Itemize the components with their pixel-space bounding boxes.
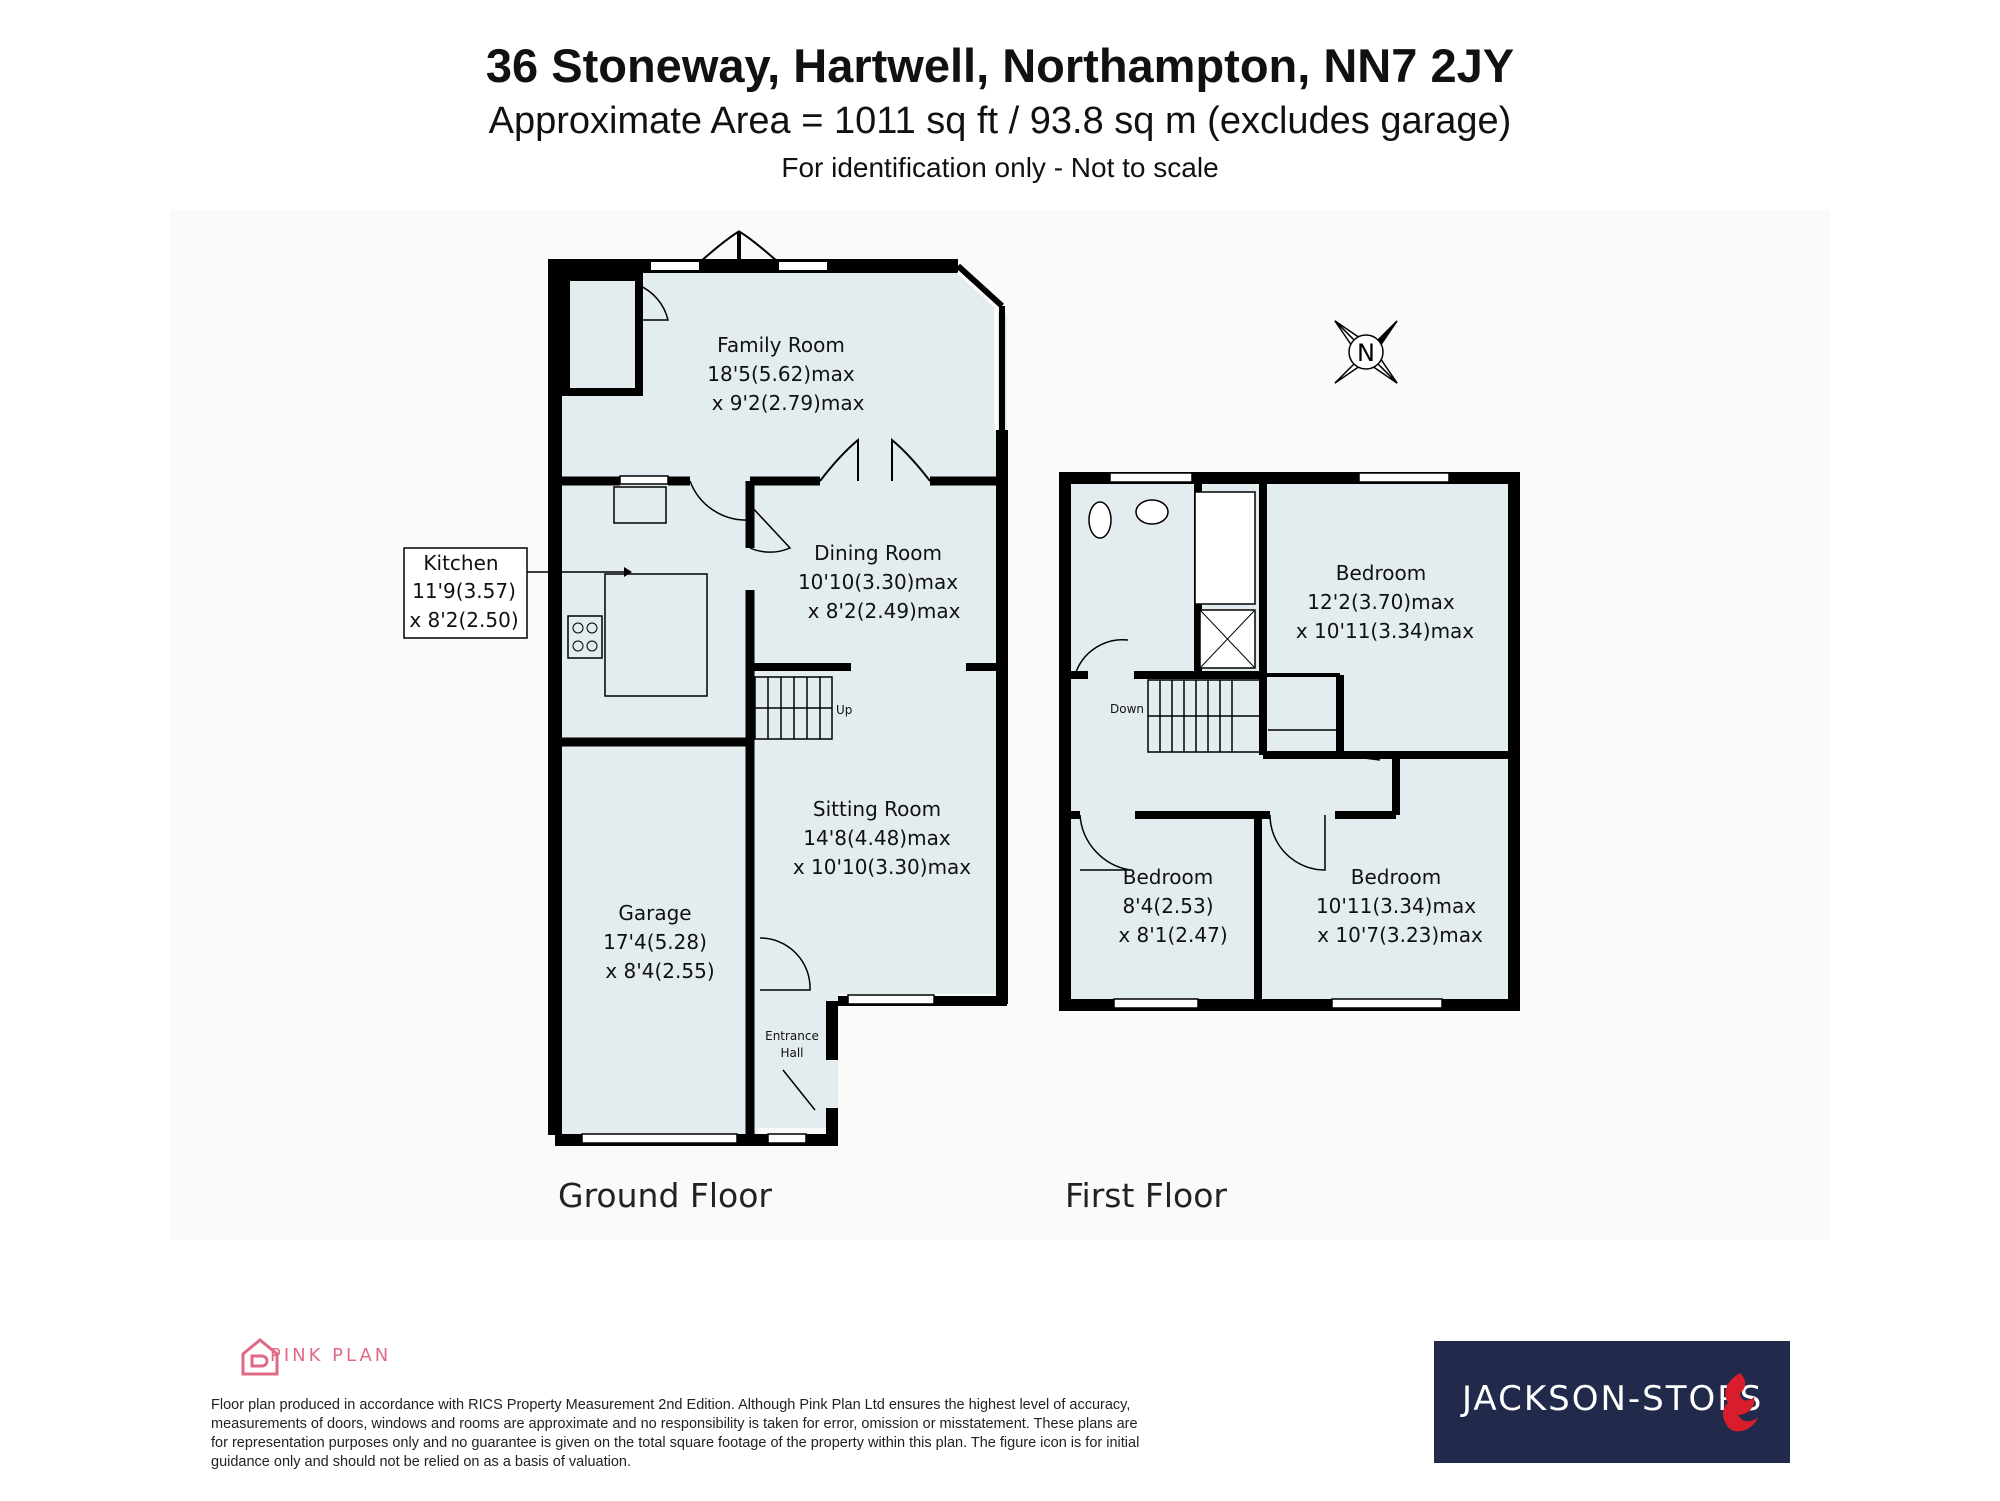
- bedroom-3-name: Bedroom: [1351, 865, 1441, 889]
- scale-note: For identification only - Not to scale: [781, 152, 1219, 183]
- bay-window: [955, 263, 1005, 309]
- bedroom-1-name: Bedroom: [1336, 561, 1426, 585]
- first-floor: Down Bedroom 12'2(3.70)max x 10'11(3.34)…: [1059, 472, 1520, 1215]
- french-door: [819, 437, 859, 482]
- kitchen-dim2: x 8'2(2.50): [409, 608, 518, 632]
- window: [619, 475, 669, 485]
- toilet: [1088, 501, 1112, 539]
- dining-room-name: Dining Room: [814, 541, 942, 565]
- door: [689, 480, 751, 521]
- dining-room-dim2: x 8'2(2.49)max: [808, 599, 961, 623]
- agent-crest-icon: [1723, 1373, 1758, 1432]
- sitting-room-name: Sitting Room: [813, 797, 941, 821]
- garage-dim2: x 8'4(2.55): [605, 959, 714, 983]
- door: [1074, 638, 1129, 676]
- plan-title: 36 Stoneway, Hartwell, Northampton, NN7 …: [485, 39, 1515, 92]
- pink-plan-brand: PINK PLAN: [270, 1345, 392, 1366]
- basin: [1135, 499, 1169, 525]
- bedroom-2-name: Bedroom: [1123, 865, 1213, 889]
- ground-floor-label: Ground Floor: [558, 1176, 772, 1215]
- bedroom-1-dim2: x 10'11(3.34)max: [1296, 619, 1474, 643]
- stairs-up-label: Up: [836, 703, 852, 717]
- door: [1079, 814, 1131, 871]
- sitting-room-dim1: 14'8(4.48)max: [803, 826, 951, 850]
- kitchen-name: Kitchen: [423, 551, 498, 575]
- window: [777, 260, 829, 272]
- door: [749, 504, 792, 553]
- bedroom-1-dim1: 12'2(3.70)max: [1307, 590, 1455, 614]
- bedroom-3-dim1: 10'11(3.34)max: [1316, 894, 1476, 918]
- ground-floor: Up Family Room 18'5(5.62)max x 9'2(2.79)…: [403, 230, 1008, 1215]
- compass-north-label: N: [1357, 339, 1375, 367]
- stairs: [1147, 679, 1340, 753]
- garage-dim1: 17'4(5.28): [603, 930, 707, 954]
- disclaimer-text: Floor plan produced in accordance with R…: [211, 1397, 1140, 1470]
- door: [1269, 814, 1326, 871]
- agent-banner: JACKSON-STOPS: [1434, 1341, 1790, 1463]
- family-room-dim2: x 9'2(2.79)max: [712, 391, 865, 415]
- hob: [567, 615, 603, 659]
- first-floor-label: First Floor: [1065, 1176, 1227, 1215]
- first-floor-fill: [1065, 478, 1514, 1005]
- kitchen-callout: [403, 547, 528, 639]
- cupboard: [562, 273, 643, 396]
- sink: [613, 486, 667, 524]
- kitchen-dim1: 11'9(3.57): [412, 579, 516, 603]
- french-door: [699, 230, 739, 263]
- wall: [1059, 472, 1520, 1011]
- stairs-down-label: Down: [1110, 702, 1144, 716]
- bedroom-2-dim1: 8'4(2.53): [1122, 894, 1213, 918]
- window: [1109, 472, 1193, 483]
- pink-plan-logo-icon: [241, 1338, 279, 1376]
- agent-name: JACKSON-STOPS: [1462, 1379, 1764, 1419]
- area-summary: Approximate Area = 1011 sq ft / 93.8 sq …: [488, 100, 1512, 142]
- bedroom-3-dim2: x 10'7(3.23)max: [1317, 923, 1483, 947]
- bedroom-2-dim2: x 8'1(2.47): [1118, 923, 1227, 947]
- window: [847, 994, 935, 1005]
- entrance-hall-name: Entrance: [765, 1029, 819, 1043]
- family-room-name: Family Room: [717, 333, 845, 357]
- window: [1113, 998, 1199, 1009]
- kitchen-units: [604, 573, 708, 697]
- entrance-hall-name2: Hall: [780, 1046, 803, 1060]
- garage-name: Garage: [618, 901, 691, 925]
- window: [1358, 472, 1450, 483]
- dining-room-dim1: 10'10(3.30)max: [798, 570, 958, 594]
- window: [1331, 998, 1443, 1009]
- door: [637, 284, 669, 321]
- sitting-room-dim2: x 10'10(3.30)max: [793, 855, 971, 879]
- front-door: [759, 937, 811, 991]
- compass-icon: [1334, 320, 1398, 384]
- bath: [1194, 491, 1256, 605]
- stairs: [754, 676, 833, 740]
- garage-door: [581, 1133, 738, 1144]
- window: [767, 1133, 807, 1144]
- window: [649, 260, 701, 272]
- family-room-dim1: 18'5(5.62)max: [707, 362, 855, 386]
